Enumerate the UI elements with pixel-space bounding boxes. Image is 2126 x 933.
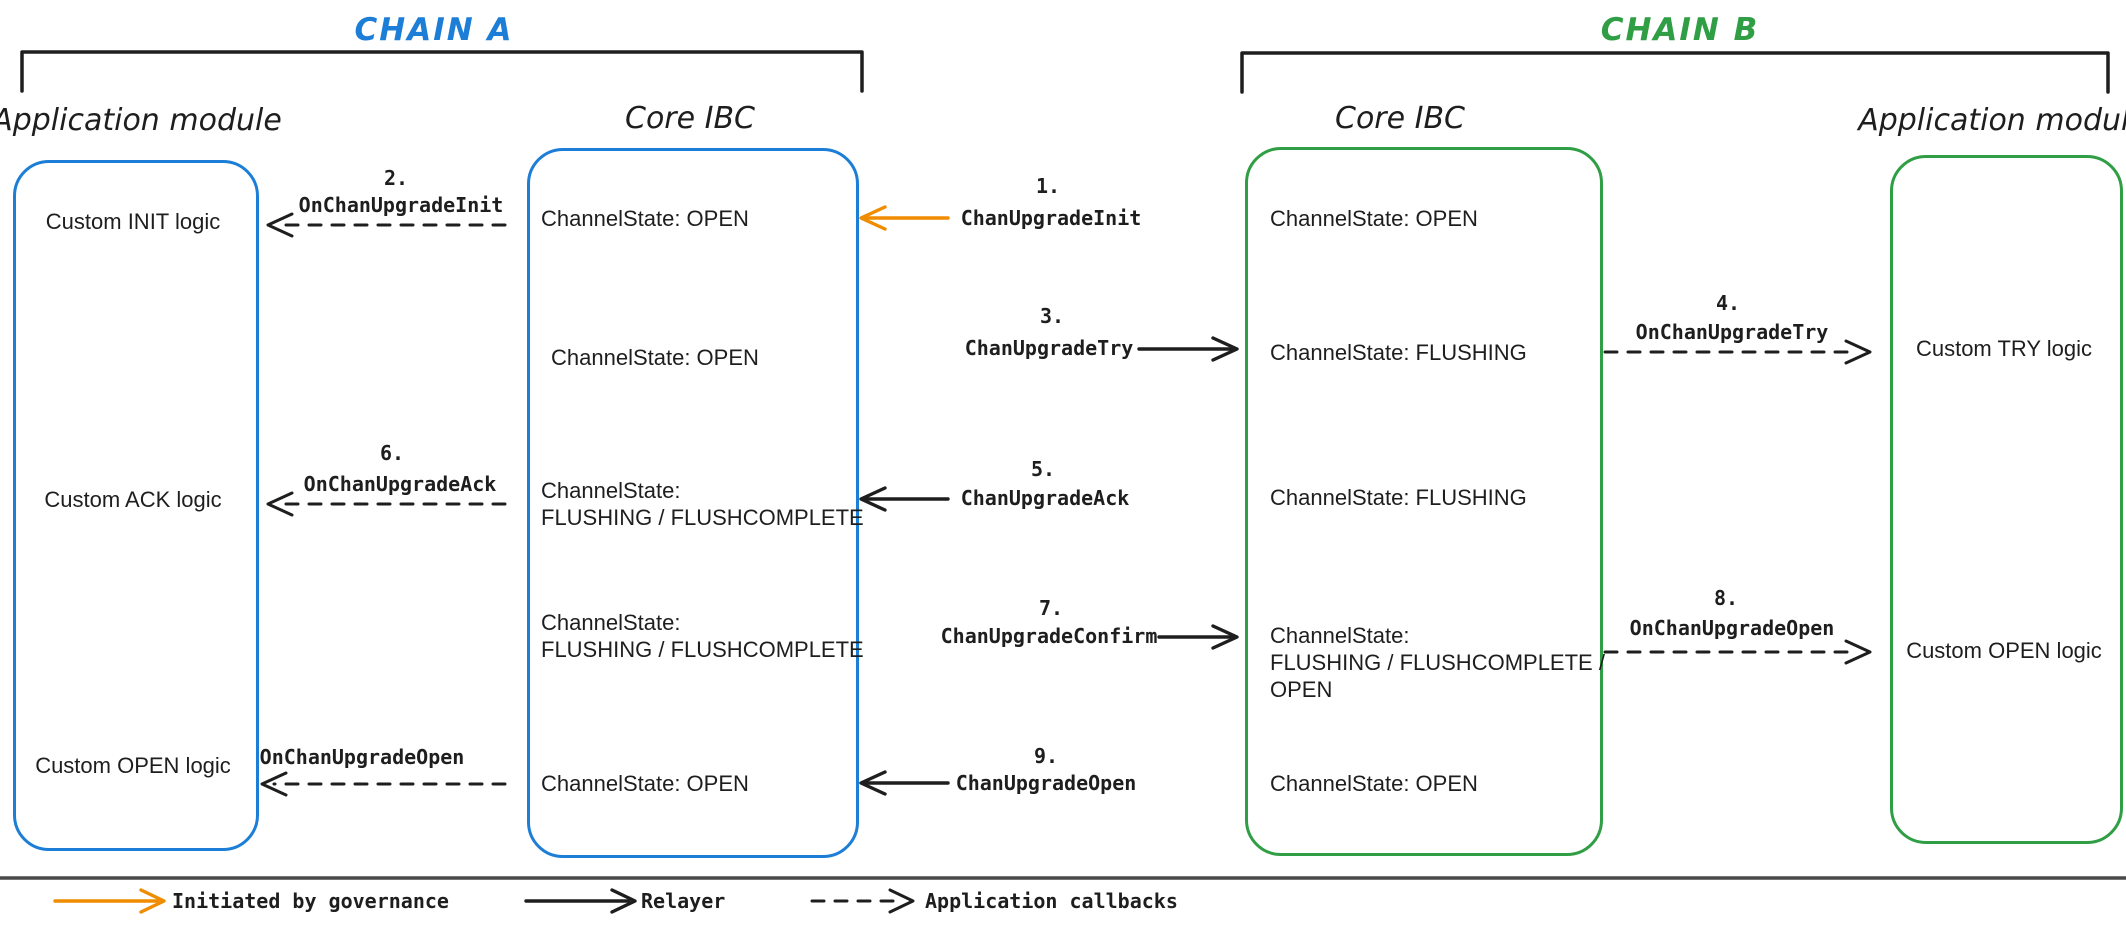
arrow-9-chan-upgrade-open [859,770,950,796]
msg-5-label: ChanUpgradeAck [960,486,1130,510]
core-a-state-4: ChannelState: FLUSHING / FLUSHCOMPLETE [541,610,864,662]
core-a-state-2: ChannelState: OPEN [551,345,759,370]
msg-2-label: OnChanUpgradeInit [298,193,504,217]
core-b-state-2: ChannelState: FLUSHING [1270,340,1527,365]
msg-2-number: 2. [383,166,409,190]
arrow-on-chan-upgrade-open-a [260,771,507,797]
legend-relayer-label: Relayer [641,889,726,913]
msg-1-number: 1. [1035,174,1061,198]
legend-callbacks-arrow [810,888,915,914]
msg-6-number: 6. [379,441,405,465]
core-b-state-1: ChannelState: OPEN [1270,206,1478,231]
legend-relayer-arrow [524,888,637,914]
arrow-1-chan-upgrade-init [859,205,950,231]
app-module-b-label: Application module [1858,103,2126,138]
core-a-state-1: ChannelState: OPEN [541,206,749,231]
msg-7-number: 7. [1038,596,1064,620]
chain-b-title: CHAIN B [1600,12,1760,48]
app-a-custom-ack-logic: Custom ACK logic [44,487,222,512]
app-module-b-box [1890,155,2123,844]
chain-b-bracket [1240,51,2110,94]
arrow-2-on-chan-upgrade-init [266,212,507,238]
msg-1-label: ChanUpgradeInit [960,206,1142,230]
legend-callbacks-label: Application callbacks [925,889,1178,913]
arrow-6-on-chan-upgrade-ack [266,491,507,517]
msg-8-number: 8. [1713,586,1739,610]
app-module-a-box [13,160,259,851]
msg-9-label: ChanUpgradeOpen [955,771,1137,795]
core-ibc-a-label: Core IBC [624,101,756,136]
chain-a-bracket [20,50,864,93]
msg-6-label: OnChanUpgradeAck [303,472,497,496]
arrow-7-chan-upgrade-confirm [1157,624,1239,650]
legend-governance-label: Initiated by governance [172,889,449,913]
arrow-3-chan-upgrade-try [1137,336,1239,362]
msg-3-label: ChanUpgradeTry [964,336,1134,360]
core-b-state-5: ChannelState: OPEN [1270,771,1478,796]
msg-9-number: 9. [1033,744,1059,768]
arrow-4-on-chan-upgrade-try [1603,339,1872,365]
core-ibc-a-box [527,148,859,858]
core-b-state-3: ChannelState: FLUSHING [1270,485,1527,510]
msg-4-number: 4. [1715,291,1741,315]
legend-governance-arrow [53,888,166,914]
arrow-8-on-chan-upgrade-open [1603,639,1872,665]
app-a-custom-open-logic: Custom OPEN logic [35,753,231,778]
msg-7-label: ChanUpgradeConfirm [940,624,1158,648]
app-module-a-label: Application module [0,103,282,138]
msg-4-label: OnChanUpgradeTry [1635,320,1829,344]
msg-8-label: OnChanUpgradeOpen [1629,616,1835,640]
msg-3-number: 3. [1039,304,1065,328]
arrow-5-chan-upgrade-ack [859,486,950,512]
app-b-custom-open-logic: Custom OPEN logic [1906,638,2102,663]
core-ibc-b-label: Core IBC [1334,101,1466,136]
msg-5-number: 5. [1030,457,1056,481]
core-ibc-b-box [1245,147,1603,856]
core-a-state-3: ChannelState: FLUSHING / FLUSHCOMPLETE [541,478,864,530]
msg-on-chan-upgrade-open-a-label: OnChanUpgradeOpen [259,745,465,769]
app-b-custom-try-logic: Custom TRY logic [1915,336,2093,361]
app-a-custom-init-logic: Custom INIT logic [45,209,221,234]
core-b-state-4: ChannelState: FLUSHING / FLUSHCOMPLETE /… [1270,623,1605,702]
core-a-state-5: ChannelState: OPEN [541,771,749,796]
chain-a-title: CHAIN A [354,12,514,48]
